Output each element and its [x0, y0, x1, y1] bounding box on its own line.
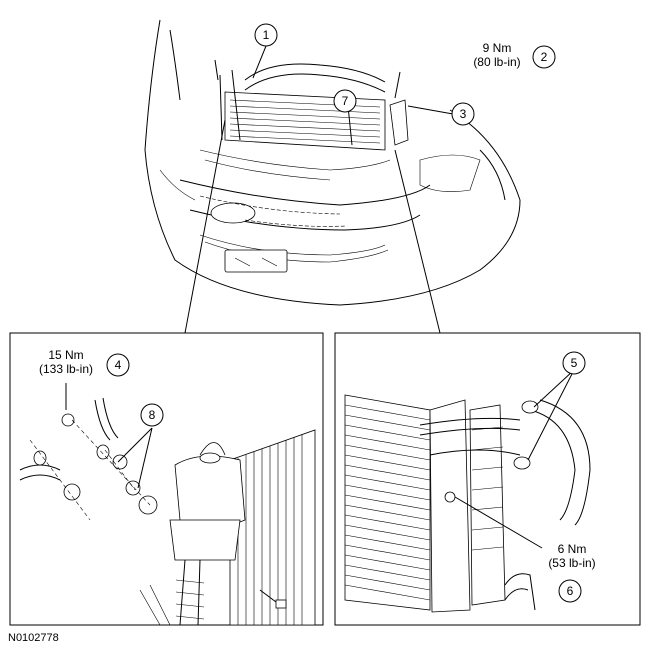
- callout-4: 4: [106, 353, 130, 377]
- callout-2: 2: [532, 45, 556, 69]
- callout-3: 3: [451, 102, 475, 126]
- right-detail-pane: [334, 332, 641, 626]
- svg-text:8: 8: [149, 408, 156, 422]
- svg-text:4: 4: [115, 358, 122, 372]
- svg-text:5: 5: [571, 356, 578, 370]
- callout-1: 1: [254, 23, 278, 47]
- left-detail-pane: [9, 332, 324, 626]
- leader-to-left-detail: [184, 119, 226, 334]
- callout-6: 6: [558, 579, 582, 603]
- vehicle-front-view: [144, 19, 521, 306]
- callout-leaders: [65, 45, 575, 549]
- torque-2-lbin: (80 lb-in): [473, 55, 520, 69]
- leader-to-right-detail: [394, 149, 441, 334]
- callout-7: 7: [333, 89, 357, 113]
- callout-8: 8: [140, 403, 164, 427]
- callout-5: 5: [562, 351, 586, 375]
- svg-text:3: 3: [460, 107, 467, 121]
- torque-4-nm: 15 Nm: [48, 348, 83, 362]
- torque-6-lbin: (53 lb-in): [548, 556, 595, 570]
- svg-text:6: 6: [567, 584, 574, 598]
- svg-text:7: 7: [342, 94, 349, 108]
- torque-4-lbin: (133 lb-in): [39, 362, 93, 376]
- svg-text:1: 1: [263, 28, 270, 42]
- torque-2-nm: 9 Nm: [483, 41, 512, 55]
- figure-id: N0102778: [8, 632, 59, 644]
- svg-text:2: 2: [541, 50, 548, 64]
- torque-6-nm: 6 Nm: [558, 542, 587, 556]
